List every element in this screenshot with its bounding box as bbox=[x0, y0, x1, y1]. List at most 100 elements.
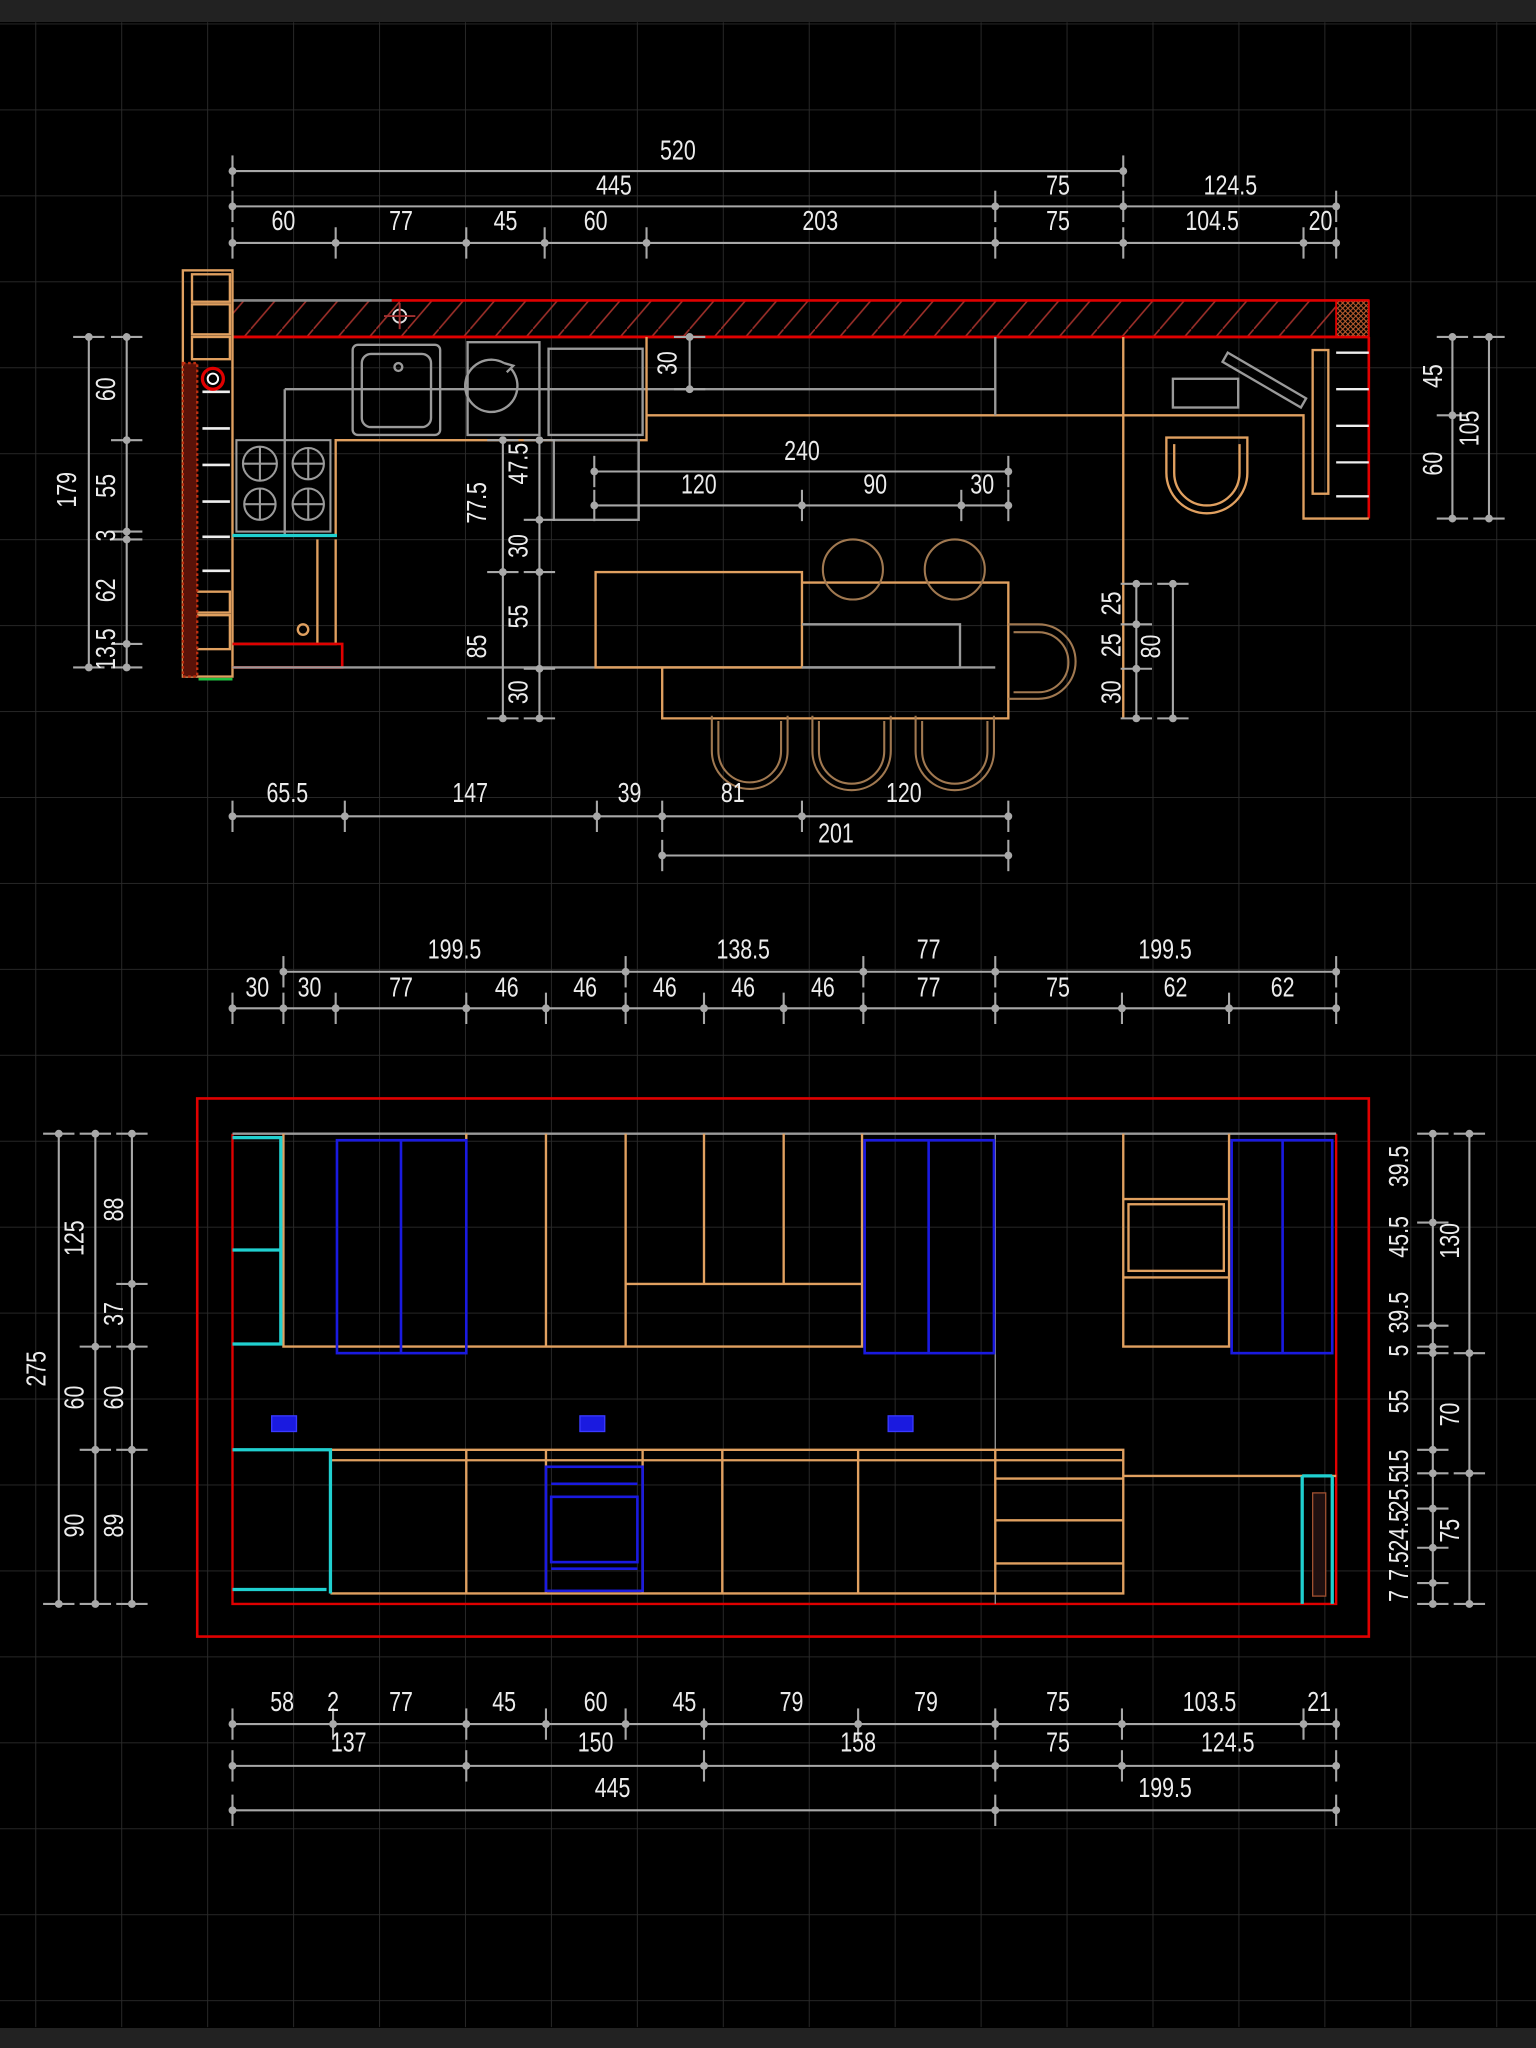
dimension-label: 77.5 bbox=[462, 482, 492, 524]
dimension-label: 30 bbox=[504, 534, 534, 558]
dimension-node bbox=[991, 967, 1000, 976]
dimension-node bbox=[991, 1004, 1000, 1013]
dimension-node bbox=[1168, 714, 1177, 723]
dimension-label: 75 bbox=[1436, 1519, 1466, 1543]
dimension-node bbox=[329, 1720, 337, 1728]
upper-open-shelf bbox=[232, 1136, 283, 1346]
dimension-node bbox=[798, 812, 806, 821]
upper-cabinets-stroke bbox=[1122, 1133, 1231, 1348]
dimension-label: 7.5 bbox=[1385, 1551, 1415, 1581]
dishwasher-icon-stroke bbox=[466, 341, 541, 437]
dimension-node bbox=[1332, 967, 1341, 976]
dimension-node bbox=[228, 239, 237, 247]
dimension-node bbox=[590, 467, 599, 476]
elevation-frame bbox=[195, 1097, 1371, 1638]
dimension-label: 75 bbox=[1046, 171, 1070, 201]
dimension-label: 179 bbox=[52, 472, 82, 508]
dimension-label: 104.5 bbox=[1185, 206, 1239, 236]
dimension-node bbox=[1299, 239, 1308, 247]
dimension-node bbox=[279, 967, 288, 976]
dimension-label: 147 bbox=[452, 779, 488, 809]
dimension-label: 79 bbox=[914, 1688, 938, 1718]
dimension-node bbox=[122, 527, 131, 536]
kitchen-island bbox=[594, 570, 1010, 720]
dimension-chain-plan-aisle-outer: 77.585 bbox=[462, 436, 519, 723]
dimension-node bbox=[91, 1342, 100, 1351]
dimension-node bbox=[1428, 1218, 1437, 1227]
dimension-node bbox=[1332, 1806, 1341, 1815]
dimension-label: 75 bbox=[1046, 206, 1070, 236]
plan-left-wall-cabinets-stroke bbox=[202, 390, 230, 573]
plan-counter-outline-stroke bbox=[283, 388, 996, 536]
dimension-node bbox=[658, 851, 667, 860]
dimension-label: 240 bbox=[784, 436, 820, 466]
outlet-icon bbox=[271, 1415, 298, 1433]
dimension-label: 15 bbox=[1385, 1450, 1415, 1474]
dimension-label: 46 bbox=[811, 973, 835, 1003]
dimension-label: 47.5 bbox=[504, 443, 534, 485]
floor-plan bbox=[181, 269, 1371, 792]
dimension-label: 21 bbox=[1307, 1688, 1331, 1718]
dishwasher-icon-stroke bbox=[464, 358, 519, 414]
dimension-label: 3 bbox=[92, 530, 122, 542]
wall-elevation bbox=[195, 1097, 1371, 1638]
dimension-node bbox=[1168, 579, 1177, 588]
dimension-label: 120 bbox=[681, 470, 717, 500]
dimension-node bbox=[779, 1004, 788, 1013]
dimension-node bbox=[128, 1129, 136, 1138]
kitchen-island-stroke bbox=[801, 623, 962, 669]
base-cabinets-stroke bbox=[995, 1477, 1124, 1565]
dimension-label: 158 bbox=[840, 1728, 876, 1758]
dimension-node bbox=[1428, 1543, 1437, 1552]
dimension-label: 2 bbox=[327, 1688, 339, 1718]
kitchen-island-stroke bbox=[594, 570, 804, 669]
dimension-label: 46 bbox=[653, 973, 677, 1003]
oven-icon bbox=[544, 1465, 644, 1593]
upper-open-shelf-stroke bbox=[232, 1136, 283, 1346]
dimension-label: 60 bbox=[92, 377, 122, 401]
dimension-label: 275 bbox=[22, 1351, 52, 1387]
dimension-node bbox=[590, 501, 599, 510]
cooktop-icon-stroke bbox=[242, 446, 324, 520]
dimension-node bbox=[498, 568, 507, 576]
dimension-node bbox=[228, 1806, 237, 1815]
dimension-chain-plan-right-outer: 105 bbox=[1455, 333, 1505, 523]
dimension-node bbox=[228, 1720, 237, 1728]
dimension-node bbox=[462, 1720, 471, 1728]
dimension-label: 130 bbox=[1436, 1223, 1466, 1259]
dimension-node bbox=[1465, 1469, 1474, 1478]
dimension-node bbox=[1428, 1349, 1437, 1358]
sink-icon-stroke bbox=[351, 343, 442, 437]
dimension-label: 60 bbox=[60, 1386, 90, 1410]
dimension-node bbox=[279, 1004, 288, 1013]
dimension-node bbox=[1332, 1720, 1341, 1728]
crosshair-icon-stroke bbox=[383, 303, 416, 330]
dimension-label: 39 bbox=[618, 779, 642, 809]
water-supply-icon bbox=[200, 366, 225, 391]
sink-icon bbox=[351, 343, 442, 437]
plan-left-wall-cabinets-stroke bbox=[190, 335, 232, 361]
dimension-label: 46 bbox=[495, 973, 519, 1003]
dimension-node bbox=[122, 640, 131, 648]
upper-cabinets-stroke bbox=[1127, 1203, 1226, 1273]
dimension-node bbox=[228, 1004, 237, 1013]
plan-left-wall-cabinets bbox=[181, 269, 234, 681]
base-left-shelf bbox=[232, 1448, 333, 1594]
dimension-node bbox=[462, 239, 471, 247]
dimension-node bbox=[1448, 411, 1457, 420]
dimension-label: 46 bbox=[573, 973, 597, 1003]
dimension-node bbox=[128, 1445, 136, 1454]
dimension-node bbox=[91, 1600, 100, 1608]
dimension-label: 45 bbox=[492, 1688, 516, 1718]
dimension-node bbox=[498, 714, 507, 723]
dimension-node bbox=[1225, 1004, 1233, 1013]
plan-left-wall-cabinets-stroke bbox=[190, 273, 232, 303]
dimension-node bbox=[540, 239, 549, 247]
dimension-node bbox=[1119, 239, 1128, 247]
dimension-label: 7 bbox=[1385, 1590, 1415, 1602]
bar-stools-stroke bbox=[914, 715, 996, 792]
